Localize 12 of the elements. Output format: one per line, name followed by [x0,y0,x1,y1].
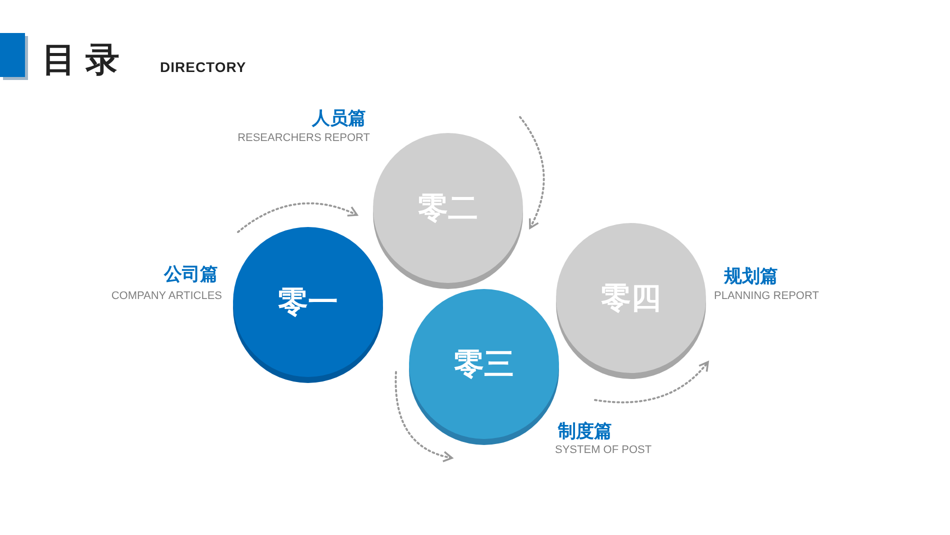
section-title: 公司篇 [164,263,218,286]
section-title: 人员篇 [312,107,366,130]
section-title: 制度篇 [558,420,612,443]
section-subtitle: COMPANY ARTICLES [111,290,222,302]
section-subtitle: SYSTEM OF POST [555,444,652,456]
section-title: 规划篇 [724,265,778,288]
subtitle: DIRECTORY [160,59,246,75]
circle-label: 零一 [278,284,338,320]
section-subtitle: RESEARCHERS REPORT [238,132,370,144]
circle-label: 零三 [454,346,514,382]
section-subtitle: PLANNING REPORT [714,290,819,302]
title: 目 录 [42,40,120,81]
